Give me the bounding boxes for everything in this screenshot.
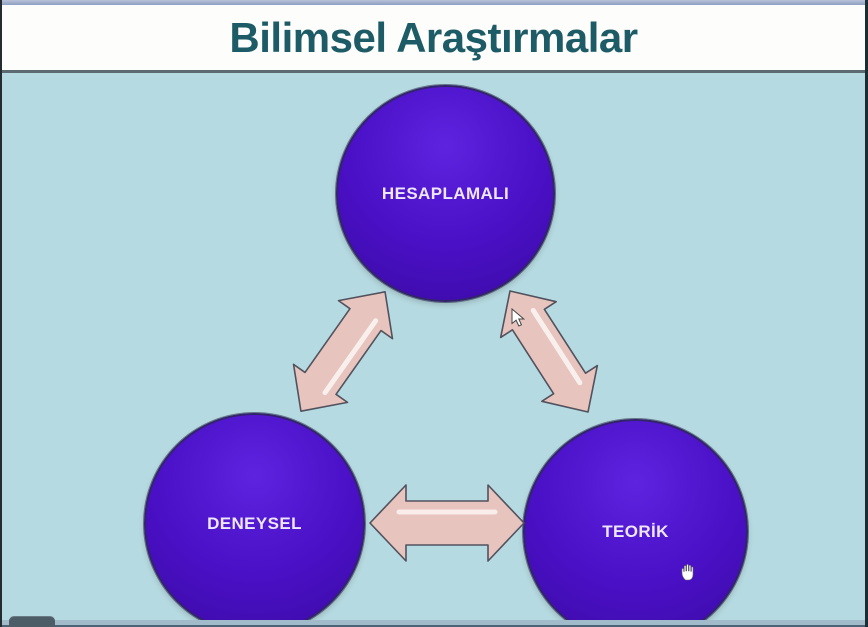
mouse-pointer-icon <box>511 308 525 327</box>
double-arrow-hesaplamali-deneysel <box>292 291 394 412</box>
slide-header: Bilimsel Araştırmalar <box>2 5 865 70</box>
window-bottom-strip <box>2 620 865 627</box>
corner-control-button[interactable] <box>9 616 55 627</box>
header-divider <box>2 70 865 73</box>
node-hesaplamali[interactable]: HESAPLAMALI <box>336 85 555 302</box>
node-deneysel-label: DENEYSEL <box>207 513 302 533</box>
node-teorik-label: TEORİK <box>602 521 669 541</box>
page-title: Bilimsel Araştırmalar <box>229 13 638 61</box>
node-teorik[interactable]: TEORİK <box>523 419 748 627</box>
node-deneysel[interactable]: DENEYSEL <box>144 413 365 627</box>
double-arrow-hesaplamali-teorik <box>499 290 599 413</box>
node-hesaplamali-label: HESAPLAMALI <box>381 183 510 203</box>
window-top-strip <box>2 0 865 5</box>
double-arrow-deneysel-teorik <box>369 484 525 562</box>
